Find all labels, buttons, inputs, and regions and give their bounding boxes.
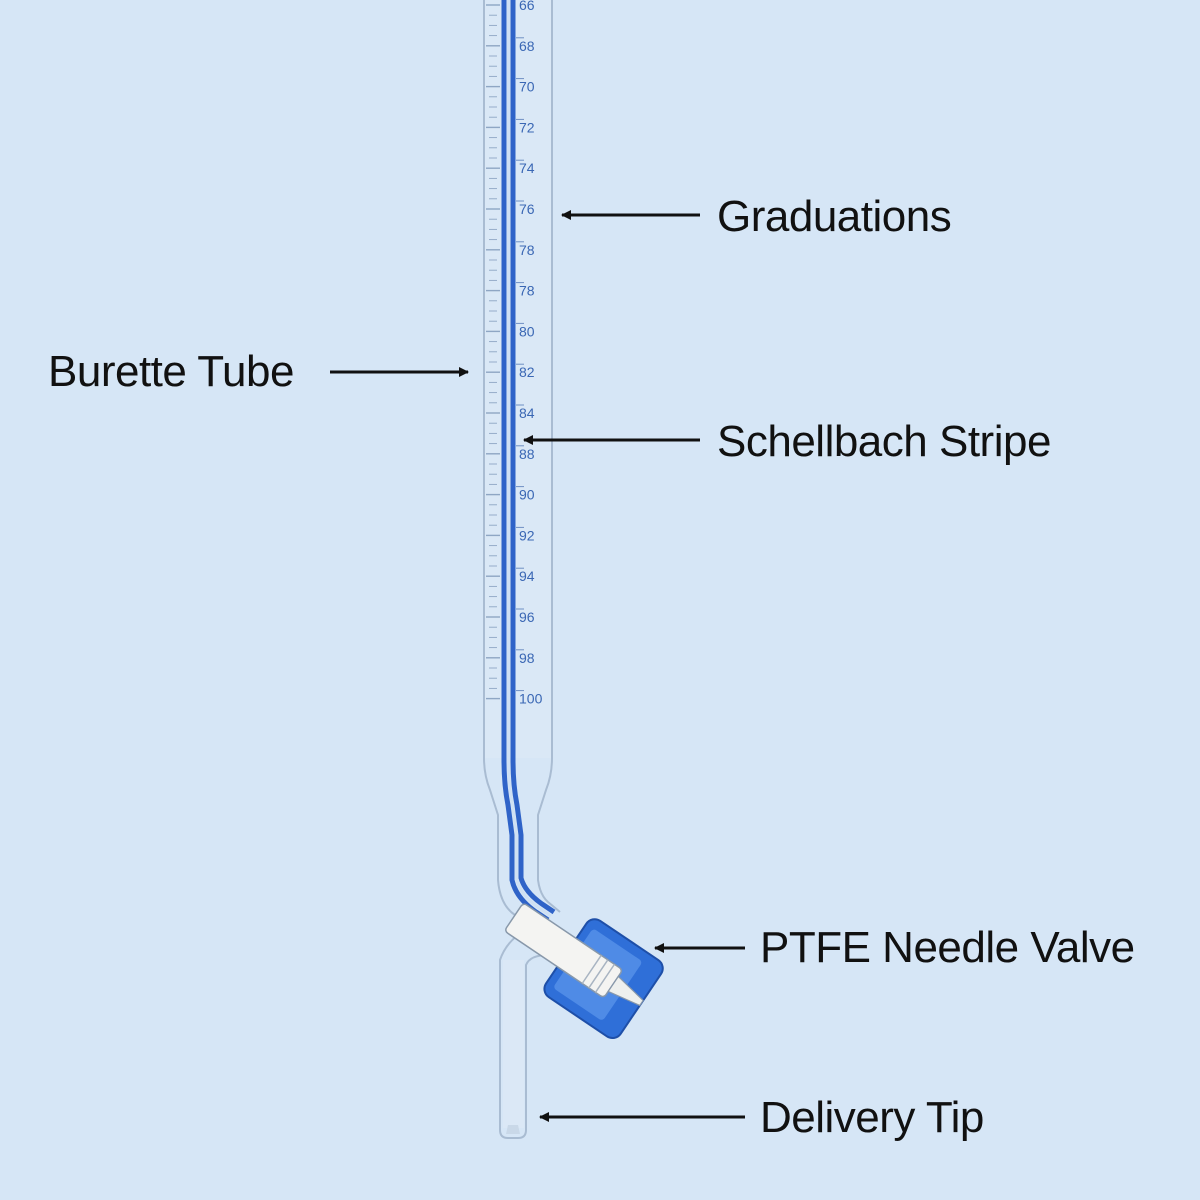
ptfe-needle-valve [505, 903, 664, 1040]
graduation-marks [486, 4, 524, 700]
delivery-tip-label: Delivery Tip [760, 1093, 984, 1142]
graduation-number: 92 [519, 527, 535, 543]
graduation-number: 68 [519, 38, 535, 54]
graduation-number: 94 [519, 568, 535, 584]
graduation-number: 76 [519, 201, 535, 217]
graduation-number: 96 [519, 609, 535, 625]
graduation-number: 72 [519, 119, 535, 135]
graduation-number: 78 [519, 283, 535, 299]
graduation-number: 80 [519, 323, 535, 339]
graduation-number: 88 [519, 446, 535, 462]
schellbach-stripe-label: Schellbach Stripe [717, 417, 1051, 466]
graduation-number: 70 [519, 79, 535, 95]
ptfe-needle-valve-label: PTFE Needle Valve [760, 923, 1135, 972]
graduation-number: 78 [519, 242, 535, 258]
graduation-number: 100 [519, 691, 543, 707]
burette-tube [483, 0, 561, 1139]
graduation-number: 82 [519, 364, 535, 380]
graduation-number: 84 [519, 405, 535, 421]
graduation-number: 74 [519, 160, 535, 176]
graduation-number: 98 [519, 650, 535, 666]
burette-tube-label: Burette Tube [48, 347, 294, 396]
graduation-number: 90 [519, 487, 535, 503]
graduation-numbers: 66 68 70 72 74 76 78 78 80 82 84 88 90 92 94 96 98 100 [519, 0, 543, 707]
graduations-label: Graduations [717, 192, 952, 241]
graduation-number: 66 [519, 0, 535, 13]
